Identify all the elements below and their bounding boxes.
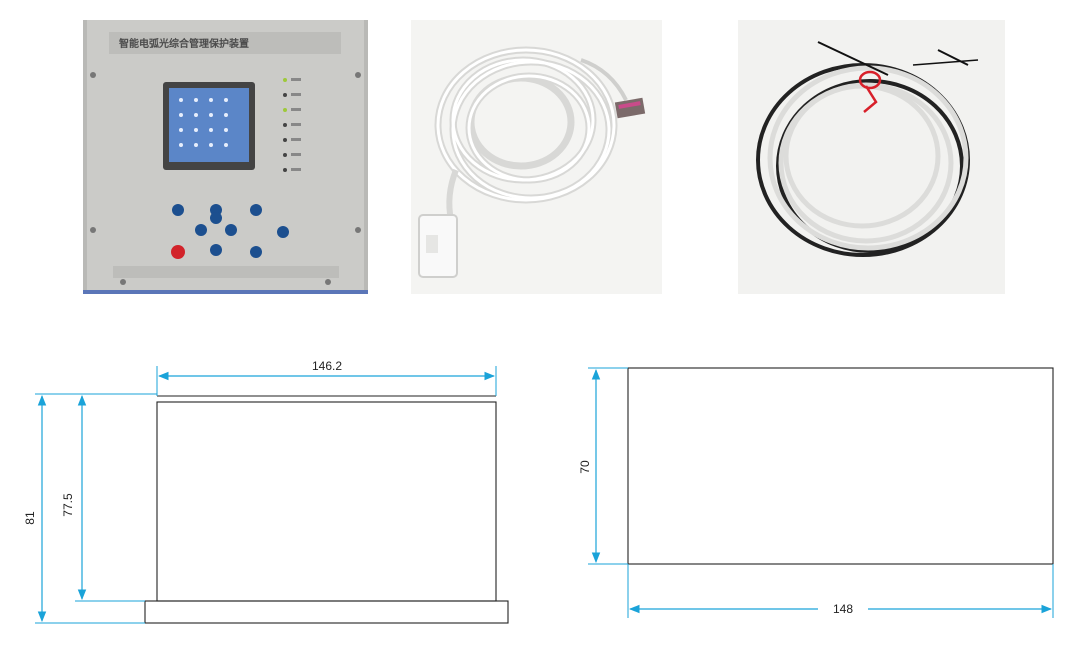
keypad [171,204,289,259]
top-view [627,367,1054,565]
dimension-top-height: 70 [578,368,601,564]
sensor-cables-photo [738,20,1005,294]
dimension-drawing: 146.2 81 77.5 70 148 [23,359,1054,624]
label-front-width: 146.2 [312,359,342,373]
label-front-height-total: 81 [23,511,37,525]
dimension-front-width: 146.2 [157,359,496,381]
screw-icon [90,72,96,78]
label-front-height-body: 77.5 [61,493,75,517]
device-panel-photo: 智能电弧光综合管理保护装置 [83,20,368,294]
dimension-front-height-body: 77.5 [61,394,87,601]
screw-icon [355,72,361,78]
reset-button-icon [171,245,185,259]
front-view [144,395,509,624]
device-title: 智能电弧光综合管理保护装置 [119,37,249,50]
red-cable-tie [858,70,882,113]
dimension-top-width: 148 [628,602,1053,616]
led-indicators [283,78,301,172]
dimension-front-height-total: 81 [23,394,47,623]
cable-photo [411,20,662,294]
label-top-height: 70 [578,460,592,474]
label-top-width: 148 [833,602,853,616]
screw-icon [90,227,96,233]
screw-icon [355,227,361,233]
